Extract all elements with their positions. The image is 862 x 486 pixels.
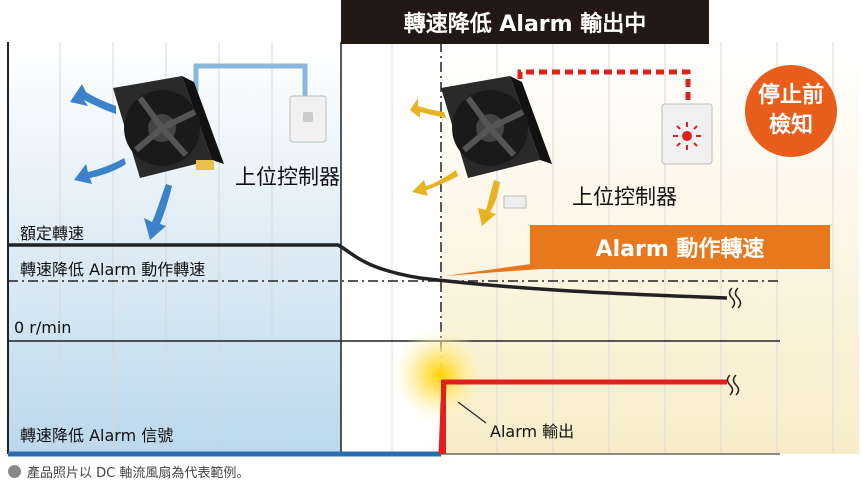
badge-line-2: 檢知	[768, 113, 813, 138]
footnote-text: 產品照片以 DC 軸流風扇為代表範例。	[27, 466, 250, 481]
right-host-controller-label: 上位控制器	[572, 185, 677, 209]
connection-line-alarm	[517, 69, 691, 104]
fan-icon	[113, 76, 224, 178]
alarm-light-icon	[673, 122, 701, 150]
break-mark-icon	[728, 287, 742, 309]
alarm-speed-label: 轉速降低 Alarm 動作轉速	[20, 260, 206, 279]
bullet-icon	[8, 465, 21, 478]
footnote: 產品照片以 DC 軸流風扇為代表範例。	[8, 462, 249, 481]
callout-pointer	[445, 262, 545, 276]
controller-icon	[289, 95, 327, 143]
speed-curve	[8, 243, 728, 300]
alarm-signal-label: 轉速降低 Alarm 信號	[20, 426, 174, 445]
title-banner: 轉速降低 Alarm 輸出中	[341, 0, 709, 44]
badge-line-1: 停止前	[757, 83, 824, 108]
alarm-speed-callout: Alarm 動作轉速	[530, 225, 830, 269]
break-mark-icon	[726, 374, 740, 396]
signal-rise-edge	[441, 380, 446, 454]
alarm-glow	[392, 327, 488, 423]
airflow-arrow-icon	[410, 98, 500, 226]
zero-speed-label: 0 r/min	[14, 318, 72, 337]
alarm-output-label: Alarm 輸出	[490, 422, 575, 441]
stop-detection-badge: 停止前 檢知	[745, 65, 837, 157]
fan-icon	[441, 76, 552, 209]
left-host-controller-label: 上位控制器	[235, 165, 340, 189]
rated-speed-label: 額定轉速	[20, 224, 85, 243]
alarm-output-pointer	[457, 401, 487, 424]
airflow-arrow-icon	[70, 84, 172, 240]
connection-line-normal	[193, 63, 308, 96]
